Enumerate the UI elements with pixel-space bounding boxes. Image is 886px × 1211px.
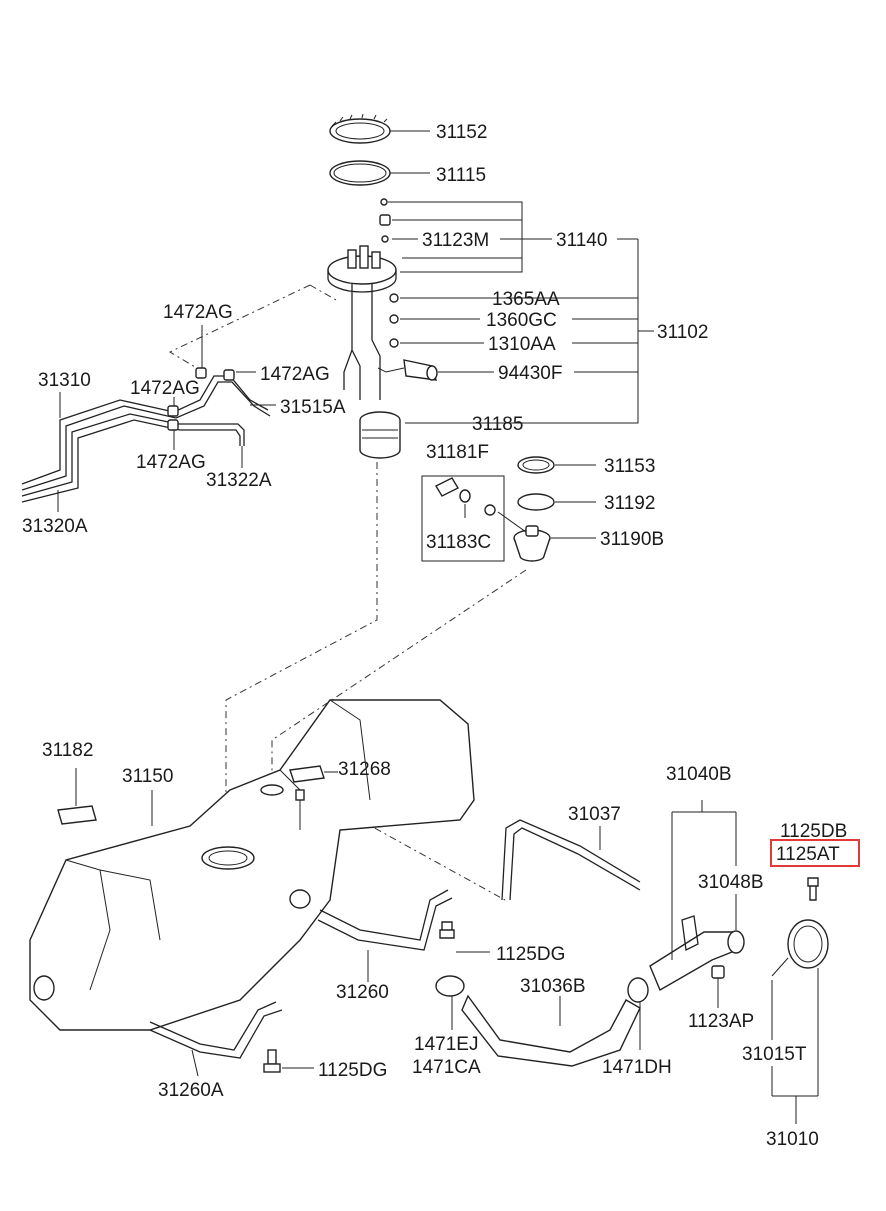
kit-box-31181f xyxy=(421,475,505,562)
label-31123m: 31123M xyxy=(422,230,489,251)
valve-31190b xyxy=(497,511,551,562)
label-31181f: 31181F xyxy=(426,442,489,463)
label-1472ag-d: 1472AG xyxy=(136,452,206,473)
label-1365aa: 1365AA xyxy=(492,289,560,310)
label-31515a: 31515A xyxy=(280,397,346,418)
fuel-tank-31150 xyxy=(29,699,475,1031)
label-31192: 31192 xyxy=(604,493,655,514)
label-31015t: 31015T xyxy=(742,1044,807,1065)
nut-1310aa xyxy=(389,338,399,348)
vent-hose-31037 xyxy=(501,819,641,901)
label-1471ca: 1471CA xyxy=(412,1057,481,1078)
label-31153: 31153 xyxy=(604,456,655,477)
fuel-sender-94430f xyxy=(377,359,438,381)
label-31185: 31185 xyxy=(472,414,523,435)
label-31115: 31115 xyxy=(436,165,486,186)
label-31036b: 31036B xyxy=(520,976,586,997)
nut-1365aa xyxy=(389,293,399,303)
label-1125dg-b: 1125DG xyxy=(318,1060,387,1081)
gasket-31115 xyxy=(329,160,391,186)
label-31037: 31037 xyxy=(568,804,621,825)
filler-neck-31040b xyxy=(649,915,745,992)
label-31102: 31102 xyxy=(657,322,708,343)
fuel-lines-31310 xyxy=(21,375,271,503)
label-31150: 31150 xyxy=(122,766,173,787)
label-31320a: 31320A xyxy=(22,516,88,537)
lock-ring-31152 xyxy=(329,113,391,144)
pump-flange-31140 xyxy=(327,245,397,400)
label-31152: 31152 xyxy=(436,122,487,143)
label-31322a: 31322A xyxy=(206,470,272,491)
label-1360gc: 1360GC xyxy=(486,310,557,331)
fuel-filter-31185 xyxy=(359,411,401,459)
label-31190b: 31190B xyxy=(600,529,664,550)
fuel-cap-31010 xyxy=(771,919,829,977)
screw-1125at xyxy=(807,877,819,901)
lock-ring-31153 xyxy=(517,456,555,474)
label-31183c: 31183C xyxy=(426,532,491,553)
hose-clamp-1471ej xyxy=(435,975,465,997)
label-31048b: 31048B xyxy=(698,872,764,893)
label-31040b: 31040B xyxy=(666,764,732,785)
label-31268: 31268 xyxy=(338,759,391,780)
bolt-1125dg-a xyxy=(439,921,455,939)
highlight-box xyxy=(770,839,860,867)
label-31260: 31260 xyxy=(336,982,389,1003)
label-1125dg-a: 1125DG xyxy=(496,944,565,965)
filter-insert-31183c xyxy=(435,477,496,518)
bolt-1125dg-b xyxy=(263,1049,281,1073)
label-1472ag-c: 1472AG xyxy=(130,378,200,399)
label-31182: 31182 xyxy=(42,740,93,761)
tank-strap-31260a xyxy=(149,1001,283,1059)
label-1471dh: 1471DH xyxy=(602,1057,672,1078)
label-1310aa: 1310AA xyxy=(488,334,556,355)
label-1472ag-b: 1472AG xyxy=(260,364,330,385)
label-31310: 31310 xyxy=(38,370,91,391)
label-31010: 31010 xyxy=(766,1129,819,1150)
label-94430f: 94430F xyxy=(498,363,562,384)
label-31140: 31140 xyxy=(556,230,607,251)
label-1125at: 1125AT xyxy=(776,844,840,865)
hose-clamp-1471dh xyxy=(627,977,649,1003)
washer-1360gc xyxy=(389,314,399,324)
label-1472ag-a: 1472AG xyxy=(163,302,233,323)
tank-strap-31260 xyxy=(317,889,453,951)
filler-hose-31036b xyxy=(461,994,641,1067)
gasket-31192 xyxy=(517,493,555,511)
label-31260a: 31260A xyxy=(158,1080,224,1101)
label-1123ap: 1123AP xyxy=(688,1011,754,1032)
label-1125db: 1125DB xyxy=(780,821,847,842)
pad-31182 xyxy=(57,805,97,825)
label-1471ej: 1471EJ xyxy=(414,1034,478,1055)
